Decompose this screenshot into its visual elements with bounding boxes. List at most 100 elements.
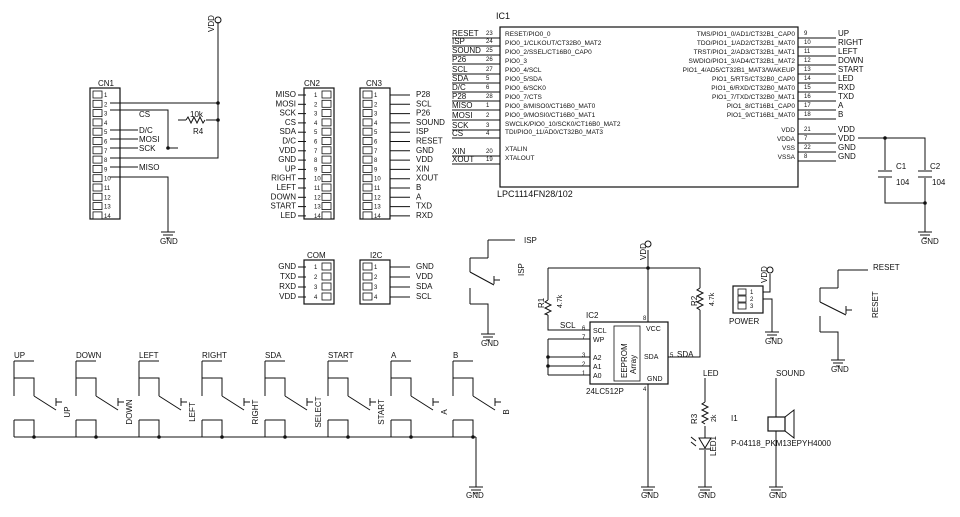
button-symbol — [327, 360, 376, 437]
ic1-left-pin: PIO0_8/MISO0/CT16B0_MAT0 — [505, 103, 596, 110]
cn1-signal-miso: MISO — [139, 163, 159, 172]
power-vdd-label: VDD — [760, 266, 769, 283]
led-net-label: LED — [703, 369, 719, 378]
ic1-left-num: 24 — [486, 39, 493, 45]
ic1-right-pin: PIO1_4/AD5/CT32B1_MAT3/WAKEUP — [683, 67, 795, 74]
cn2-pad — [321, 192, 332, 201]
cn3-net: ISP — [416, 127, 429, 136]
ic2-num-7: 7 — [582, 335, 586, 341]
button-symbol — [452, 360, 501, 437]
c2-ref: C2 — [930, 162, 941, 171]
com-pad — [321, 262, 332, 271]
power-gnd-label: GND — [765, 337, 783, 346]
cn1-vdd-symbol — [214, 16, 222, 24]
ic1-right-num: 17 — [804, 103, 811, 109]
cn2-pin-num: 8 — [314, 158, 318, 164]
i2c-net: SDA — [416, 282, 433, 291]
ic1-right-num: 14 — [804, 76, 811, 82]
ic1-power-net: GND — [838, 143, 856, 152]
power-pin-2: 2 — [750, 297, 754, 303]
power-connector: 1 2 3 POWER VDD GND — [729, 266, 783, 346]
speaker-gnd-label: GND — [769, 491, 787, 500]
ic1-power-net: VDD — [838, 125, 855, 134]
cn1-vdd-label: VDD — [207, 15, 216, 32]
ic1-power-net: GND — [838, 152, 856, 161]
pushbutton[interactable]: AA — [390, 351, 449, 439]
button-symbol — [264, 360, 313, 437]
speaker-ref: I1 — [731, 414, 738, 423]
ic2-gnd-label: GND — [641, 491, 659, 500]
cn1-pad — [92, 118, 103, 127]
ic1-power-pin: VSS — [782, 145, 796, 152]
button-net-label: B — [453, 351, 458, 360]
i2c-pin-num: 3 — [374, 285, 378, 291]
cn3-net: SCL — [416, 99, 432, 108]
cn1-signal-cs: CS — [139, 110, 150, 119]
ic1-right-net: B — [838, 110, 843, 119]
ic1-power-num: 21 — [804, 127, 811, 133]
ic1-left-net: P26 — [452, 55, 467, 64]
led-gnd-label: GND — [698, 491, 716, 500]
cn2-pin-num: 5 — [314, 130, 318, 136]
cn3-net: XOUT — [416, 174, 438, 183]
cn1-pin-num: 14 — [104, 214, 111, 220]
ic1-right-num: 18 — [804, 112, 811, 118]
ic2-pin-a1: A1 — [593, 364, 602, 371]
cn2-net: RIGHT — [271, 174, 296, 183]
ic1-left-net: CS — [452, 129, 463, 138]
ic2-sda-net: SDA — [677, 350, 694, 359]
ic2-pin-gnd: GND — [647, 376, 663, 383]
button-symbol — [75, 360, 124, 437]
button-net-label: A — [391, 351, 397, 360]
led-gnd-symbol — [698, 486, 712, 494]
ic2-eeprom: EEPROM Array IC2 24LC512P SCL WP A2 A1 A… — [537, 240, 716, 500]
cn2-pad — [321, 109, 332, 117]
cn1-pad — [92, 109, 103, 117]
pushbutton[interactable]: BB — [452, 351, 511, 439]
cn3-net: P28 — [416, 90, 431, 99]
ic1-right-net: A — [838, 101, 844, 110]
ic2-num-2: 2 — [582, 362, 586, 368]
ic1-right-net: TXD — [838, 92, 854, 101]
ic1-left-net: SCL — [452, 65, 468, 74]
cn3-pin-num: 2 — [374, 102, 378, 108]
cn1-pin-num: 7 — [104, 149, 108, 155]
com-net: RXD — [279, 282, 296, 291]
i2c-pad — [362, 292, 373, 301]
cn3-pin-num: 4 — [374, 121, 378, 127]
ic1-right-num: 12 — [804, 58, 811, 64]
ic2-num-4: 4 — [643, 387, 647, 393]
button-side-label: LEFT — [188, 402, 197, 422]
ic2-pin-a0: A0 — [593, 373, 602, 380]
i2c-pin-num: 4 — [374, 295, 378, 301]
ic1-left-num: 27 — [486, 67, 493, 73]
c1-symbol — [878, 170, 892, 178]
cn3-pad — [362, 99, 373, 108]
cn1-pin-num: 3 — [104, 112, 108, 118]
cn2-pad — [321, 164, 332, 173]
button-symbol — [390, 360, 439, 437]
cn2-pad — [321, 183, 332, 192]
cn3-pin-num: 5 — [374, 130, 378, 136]
ic2-pin-a2: A2 — [593, 355, 602, 362]
ic1-left-net: ISP — [452, 37, 465, 46]
cn1-pad — [92, 99, 103, 108]
reset-net-label: RESET — [873, 263, 900, 272]
button-side-label: START — [377, 399, 386, 425]
com-pin-num: 4 — [314, 295, 318, 301]
cn1-pad — [92, 192, 103, 201]
cn2-net: DOWN — [271, 192, 297, 201]
ic1-left-net: D/C — [452, 83, 466, 92]
com-pin-num: 3 — [314, 285, 318, 291]
button-side-label: B — [502, 409, 511, 414]
cn2-net: CS — [285, 118, 296, 127]
